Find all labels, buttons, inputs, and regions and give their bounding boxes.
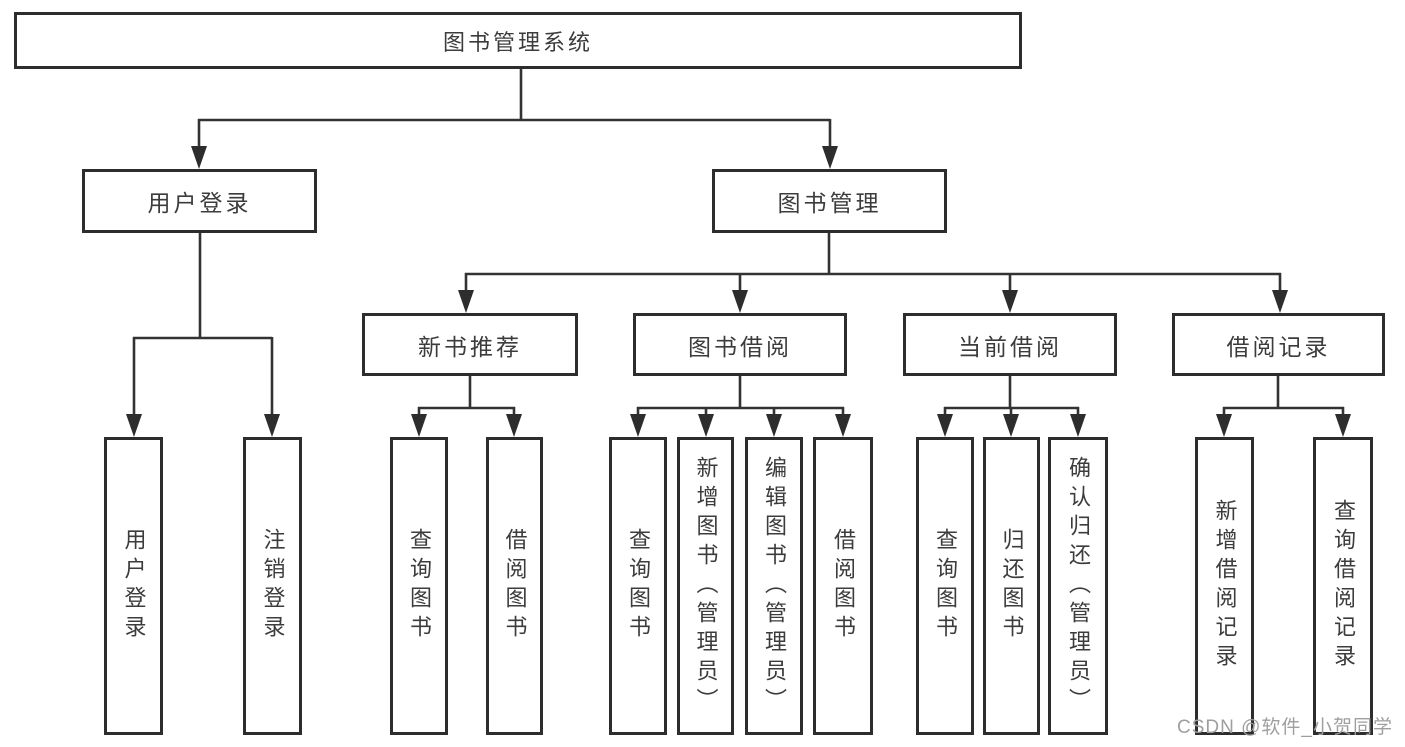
node-label: 图书借阅 xyxy=(688,333,792,360)
node-new-book-recommend: 新书推荐 xyxy=(362,313,578,376)
leaf-label: 查询图书 xyxy=(407,528,432,644)
leaf-label: 编辑图书（管理员） xyxy=(762,455,787,717)
node-label: 当前借阅 xyxy=(958,333,1062,360)
leaf-label: 借阅图书 xyxy=(502,528,528,644)
node-user-login: 用户登录 xyxy=(82,169,317,233)
leaf-query-books-current: 查询图书 xyxy=(916,437,974,735)
node-current-borrowing: 当前借阅 xyxy=(903,313,1117,376)
leaf-label: 新增借阅记录 xyxy=(1212,499,1238,673)
leaf-label: 确认归还（管理员） xyxy=(1066,455,1091,717)
leaf-user-login: 用户登录 xyxy=(104,437,163,735)
node-label: 图书管理 xyxy=(777,190,882,216)
node-book-borrowing: 图书借阅 xyxy=(633,313,847,376)
leaf-label: 查询图书 xyxy=(933,528,958,644)
leaf-label: 查询图书 xyxy=(626,528,651,644)
node-book-management: 图书管理 xyxy=(712,169,947,233)
node-borrowing-records: 借阅记录 xyxy=(1172,313,1385,376)
leaf-query-borrow-record: 查询借阅记录 xyxy=(1313,437,1373,735)
leaf-add-books-admin: 新增图书（管理员） xyxy=(677,437,734,735)
node-label: 图书管理系统 xyxy=(442,29,593,55)
leaf-confirm-return-admin: 确认归还（管理员） xyxy=(1048,437,1108,735)
leaf-edit-books-admin: 编辑图书（管理员） xyxy=(745,437,803,735)
leaf-logout-login: 注销登录 xyxy=(243,437,302,735)
leaf-query-books-recommend: 查询图书 xyxy=(390,437,448,735)
watermark: CSDN @软件_小贺同学 xyxy=(1177,717,1393,738)
leaf-borrow-books-borrowing: 借阅图书 xyxy=(813,437,873,735)
node-label: 新书推荐 xyxy=(418,333,522,360)
node-label: 用户登录 xyxy=(147,190,252,216)
leaf-label: 注销登录 xyxy=(260,528,286,644)
leaf-borrow-books-recommend: 借阅图书 xyxy=(486,437,543,735)
leaf-label: 查询借阅记录 xyxy=(1331,499,1356,673)
node-library-management-system: 图书管理系统 xyxy=(14,12,1022,69)
node-label: 借阅记录 xyxy=(1226,333,1331,360)
arrowheads xyxy=(126,146,1351,437)
leaf-label: 新增图书（管理员） xyxy=(693,455,719,717)
leaf-label: 归还图书 xyxy=(999,528,1025,644)
leaf-query-books-borrowing: 查询图书 xyxy=(609,437,667,735)
leaf-label: 用户登录 xyxy=(121,528,147,644)
connector-paths xyxy=(132,69,1345,415)
leaf-label: 借阅图书 xyxy=(831,528,856,644)
leaf-add-borrow-record: 新增借阅记录 xyxy=(1195,437,1254,735)
leaf-return-books: 归还图书 xyxy=(983,437,1040,735)
